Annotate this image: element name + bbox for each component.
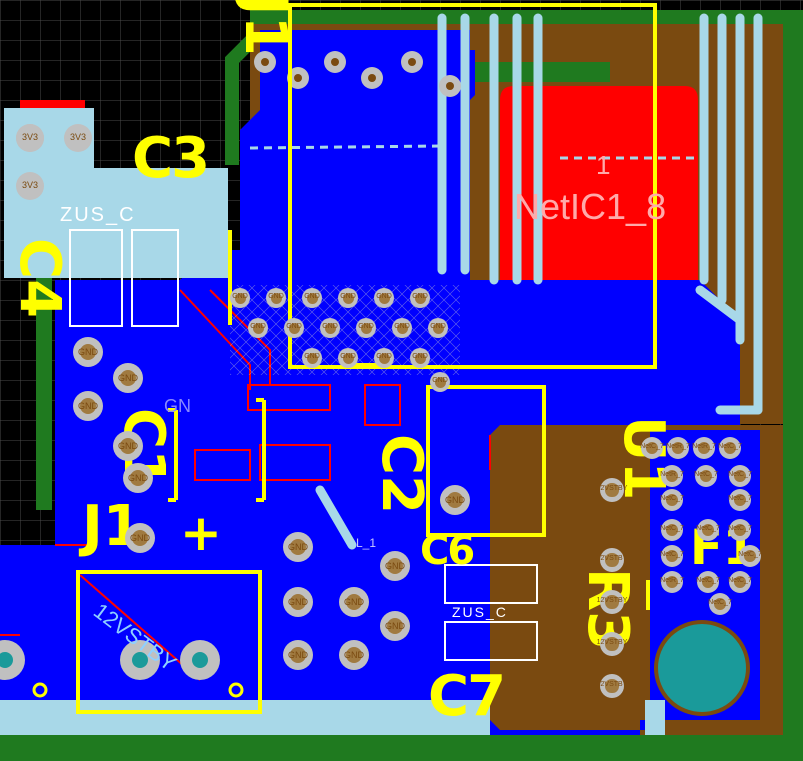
light-blue-traces xyxy=(315,13,763,550)
designator-r3: R3 xyxy=(575,568,640,651)
mounting-hole xyxy=(654,620,750,716)
net-label-gn: GN xyxy=(164,396,191,416)
designator-c1: C1 xyxy=(111,408,176,489)
silk-dots xyxy=(32,682,244,698)
designator-u1: U1 xyxy=(611,416,676,501)
net-label-zus-c-2: ZUS_C xyxy=(452,604,508,620)
designator-c3: C3 xyxy=(132,126,210,191)
red-pad-top xyxy=(20,100,85,108)
designator-c4: C4 xyxy=(7,238,72,319)
pad-3v3-b: 3V3 xyxy=(64,124,92,152)
plus-marker: + xyxy=(180,504,222,562)
net-label-zus-c-1: ZUS_C xyxy=(60,204,136,226)
dashed-thermal-lines xyxy=(249,144,700,160)
designator-c7: C7 xyxy=(428,664,506,729)
via-array-hatch xyxy=(230,285,460,375)
designator-j1: J1 xyxy=(82,494,142,559)
designator-f1: F1 xyxy=(690,520,757,576)
hole-pads-j1 xyxy=(0,640,220,680)
designator-c6: C6 xyxy=(420,528,475,574)
silkscreen-outlines xyxy=(76,3,657,714)
net-label-pin1: 1 xyxy=(596,150,611,180)
pad-3v3-a: 3V3 xyxy=(16,124,44,152)
net-label-netic1-8: NetIC1_8 xyxy=(514,186,667,227)
pad-outlines xyxy=(69,229,538,661)
designator-j1-top: J1 xyxy=(232,0,300,56)
designator-c2: C2 xyxy=(369,434,434,515)
pad-3v3-c: 3V3 xyxy=(16,172,44,200)
net-region-netic1-8 xyxy=(500,86,698,280)
connector-vias xyxy=(254,51,461,97)
board-outline xyxy=(0,10,803,761)
net-label-l1: L_1 xyxy=(356,536,377,550)
